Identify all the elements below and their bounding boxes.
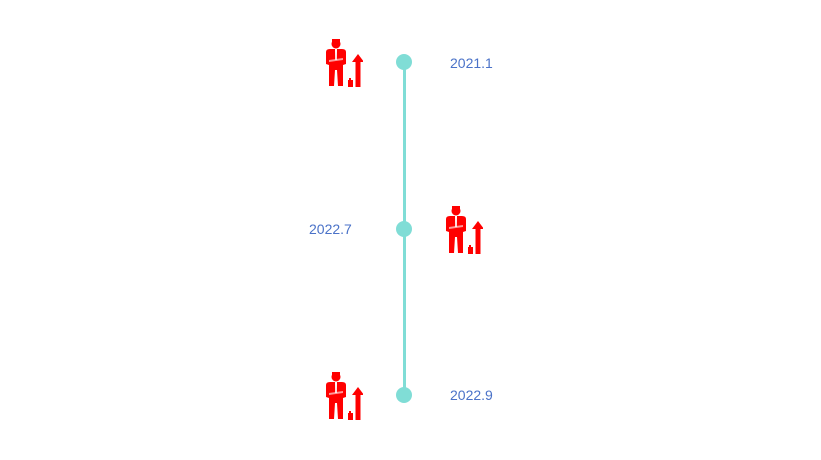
timeline-node <box>396 387 412 403</box>
event-date-label: 2022.7 <box>309 221 352 237</box>
event-date-label: 2022.9 <box>450 387 493 403</box>
businessman-up-arrow-icon <box>326 372 363 420</box>
timeline-node <box>396 54 412 70</box>
businessman-up-arrow-icon <box>326 39 363 87</box>
businessman-up-arrow-icon <box>446 206 483 254</box>
timeline-node <box>396 221 412 237</box>
event-date-label: 2021.1 <box>450 55 493 71</box>
